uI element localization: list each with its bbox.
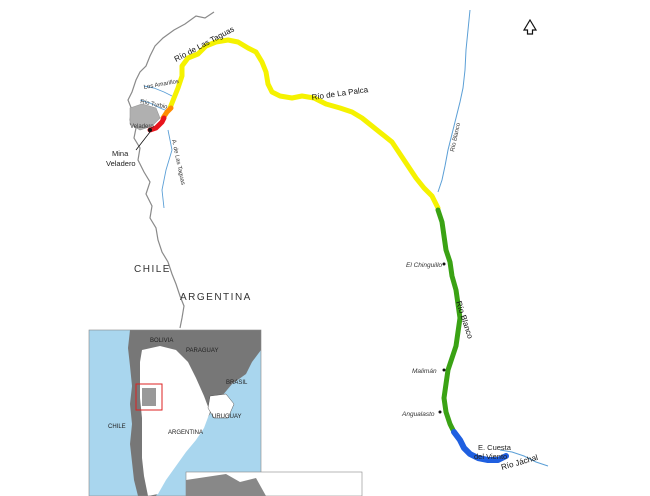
second-inset-land (186, 474, 266, 496)
label-cuesta-del-viento-line1: E. Cuesta (478, 443, 512, 452)
inset-label-bolivia: BOLIVIA (150, 338, 173, 344)
inset-label-chile: CHILE (108, 424, 126, 430)
label-maliman: Malimán (412, 368, 437, 375)
label-argentina: ARGENTINA (180, 292, 252, 303)
town-marker-angualasto (438, 410, 442, 414)
label-los-amarillos: Los Amarillos (143, 79, 179, 91)
label-cuesta-del-viento-line2: del Viento (474, 452, 507, 461)
green-segment (435, 207, 463, 435)
inset-label-paraguay: PARAGUAY (186, 348, 218, 354)
mine-area (129, 103, 161, 131)
rio-jachal-lower (499, 449, 549, 467)
label-chile: CHILE (134, 264, 171, 275)
inset-frame (88, 329, 262, 496)
north-arrow-icon (522, 18, 538, 35)
rio-turbio-line (139, 99, 171, 113)
town-marker-malimen (442, 368, 446, 372)
inset-area-box (135, 383, 163, 411)
inset-label-brasil: BRASIL (226, 380, 248, 386)
town-marker-chinguillo (442, 262, 446, 266)
de-las-taguas-line (161, 129, 173, 209)
label-mina-veladero: Veladero (106, 159, 136, 168)
inset-area-highlight (142, 388, 156, 406)
label-a-de-las-taguas: A. de Las Taguas (170, 139, 185, 186)
label-rio-de-la-palca: Río de La Palca (311, 85, 369, 102)
label-mine-marker: Veladero (130, 124, 154, 130)
inset-uruguay (207, 393, 235, 419)
label-rio-turbio: Río Turbio (140, 99, 169, 111)
international-border (127, 11, 215, 329)
mine-marker (148, 128, 152, 132)
label-rio-de-las-taguas: Río de Las Taguas (173, 25, 236, 64)
second-inset (185, 471, 363, 496)
rio-blanco-upper (437, 9, 471, 193)
label-mina: Mina (112, 149, 129, 158)
mine-leader-line (135, 131, 151, 151)
label-rio-blanco-north: Río Blanco (450, 122, 462, 153)
label-angualasto: Angualasto (401, 411, 435, 418)
yellow-segment (167, 37, 441, 211)
inset-label-argentina: ARGENTINA (168, 430, 203, 436)
inset-label-uruguay: URUGUAY (212, 414, 242, 420)
inset-map: BOLIVIA PARAGUAY BRASIL URUGUAY CHILE AR… (88, 329, 262, 496)
los-amarillos-line (143, 85, 173, 97)
red-segment (147, 115, 167, 133)
label-el-chinguillo: El Chinguillo (406, 262, 443, 269)
blue-segment (451, 429, 509, 463)
